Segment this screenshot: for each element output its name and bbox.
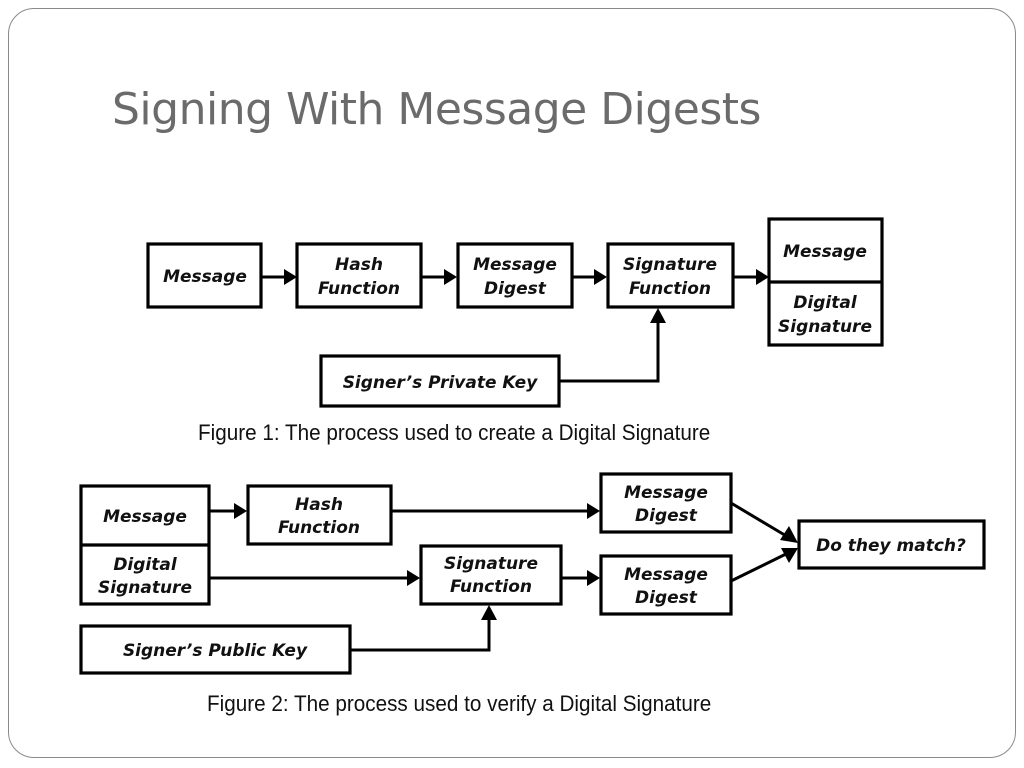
f2-arrow-digest-top-to-match	[730, 501, 789, 539]
f2-hash-function-label-line2: Function	[278, 518, 360, 538]
f1-message-digest-box	[456, 242, 574, 309]
f1-hash-function-label-line1: Hash	[335, 255, 383, 275]
figure1-caption: Figure 1: The process used to create a D…	[198, 420, 711, 445]
f2-digest-bottom-label-line1: Message	[624, 565, 708, 585]
f2-input-message-label: Message	[103, 507, 187, 527]
f2-match-label: Do they match?	[816, 536, 966, 556]
slide-frame	[8, 8, 1016, 758]
f1-arrowhead-private-key	[650, 308, 666, 323]
f2-arrowhead-match-bottom	[781, 548, 798, 563]
f2-match-box	[797, 519, 986, 570]
f2-digest-top-box	[599, 472, 733, 534]
f1-private-key-box	[319, 354, 561, 408]
f1-arrowhead-digest	[444, 269, 457, 285]
f2-digest-bottom-label-line2: Digest	[635, 588, 698, 608]
f2-signature-function-label-line1: Signature	[444, 554, 538, 574]
f2-arrow-digest-bottom-to-match	[730, 551, 789, 583]
f1-message-box	[146, 242, 263, 309]
f1-output-signature-label-line2: Signature	[778, 317, 872, 337]
f1-arrowhead-hash	[284, 269, 297, 285]
f2-input-signature-label-line1: Digital	[113, 555, 178, 575]
f2-arrow-public-key-to-sigfunc	[350, 618, 491, 652]
f2-input-signature-label-line2: Signature	[98, 578, 192, 598]
f1-arrow-private-key-to-signature	[559, 322, 660, 383]
f1-private-key-label: Signer’s Private Key	[343, 373, 539, 393]
f2-digest-bottom-box	[599, 554, 733, 616]
figure1-diagram: Message Hash Function Message Digest Sig…	[146, 217, 884, 408]
f1-hash-function-box	[295, 242, 423, 309]
f2-hash-function-label-line1: Hash	[295, 495, 343, 515]
f2-hash-function-box	[246, 484, 393, 546]
f2-arrowhead-sigfunc	[407, 570, 420, 586]
f1-arrowhead-signature	[594, 269, 607, 285]
f1-message-digest-label-line1: Message	[473, 255, 557, 275]
f2-signature-function-box	[419, 544, 563, 606]
f2-digest-top-label-line2: Digest	[635, 506, 698, 526]
f2-public-key-label: Signer’s Public Key	[123, 641, 308, 661]
f1-output-message-label: Message	[783, 242, 867, 262]
f2-public-key-box	[79, 624, 352, 675]
figure2-caption: Figure 2: The process used to verify a D…	[207, 691, 712, 716]
f2-arrowhead-digest-bottom	[587, 570, 600, 586]
f1-signature-function-label-line2: Function	[629, 279, 711, 299]
figure2-diagram: Message Digital Signature Hash Function …	[79, 472, 986, 675]
f1-output-signature-label-line1: Digital	[793, 293, 858, 313]
slide-title: Signing With Message Digests	[112, 84, 761, 135]
f2-arrowhead-public-key	[481, 605, 497, 620]
f1-signature-function-label-line1: Signature	[623, 255, 717, 275]
f1-message-label: Message	[163, 267, 247, 287]
f1-hash-function-label-line2: Function	[318, 279, 400, 299]
f2-arrowhead-match-top	[780, 526, 798, 543]
f2-digest-top-label-line1: Message	[624, 483, 708, 503]
f2-signature-function-label-line2: Function	[450, 577, 532, 597]
f2-arrowhead-digest-top	[587, 503, 600, 519]
f1-signature-function-box	[606, 242, 735, 309]
f1-message-digest-label-line2: Digest	[484, 279, 547, 299]
f1-arrowhead-output	[756, 269, 769, 285]
f2-arrowhead-hash	[234, 503, 247, 519]
